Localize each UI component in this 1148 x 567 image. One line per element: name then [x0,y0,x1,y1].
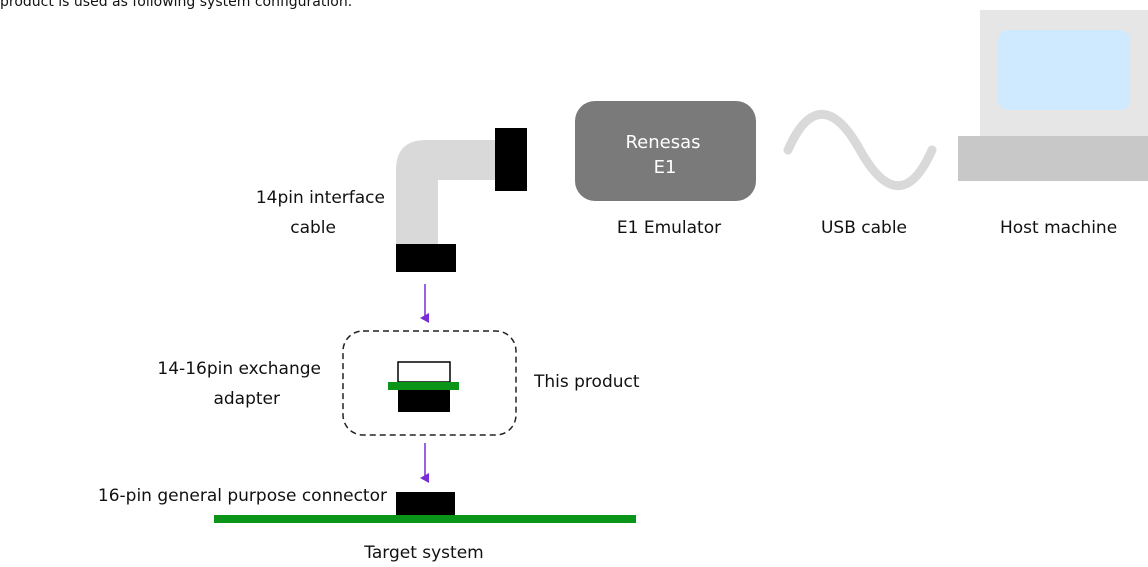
adapter-top-socket [397,361,451,383]
adapter-label-line2: adapter [213,389,280,409]
adapter-bottom-connector [398,390,450,412]
monitor-base [958,136,1148,181]
interface-cable [396,128,527,272]
monitor-screen [998,30,1130,110]
adapter-label-line1: 14-16pin exchange [157,359,321,379]
emulator-body [575,101,756,201]
target-connector [396,492,455,516]
connector-label: 16-pin general purpose connector [98,486,387,506]
target-system [214,492,636,523]
e1-emulator: Renesas E1 [575,101,756,201]
intro-text: product is used as following system conf… [0,0,352,10]
cable-body [396,140,498,245]
cable-label-line1: 14pin interface [256,188,385,208]
cable-label-line2: cable [290,218,336,238]
usb-cable-label: USB cable [821,218,907,238]
emulator-logo-line1: Renesas [625,132,700,153]
target-board [214,515,636,523]
this-product-label: This product [533,372,640,392]
host-label: Host machine [1000,218,1117,238]
host-machine [958,10,1148,181]
cable-top-connector [495,128,527,191]
emulator-label: E1 Emulator [617,218,721,238]
exchange-adapter [388,361,459,412]
usb-cable [783,109,937,191]
cable-bottom-connector [396,244,456,272]
target-label: Target system [363,543,483,563]
adapter-board [388,382,459,390]
emulator-logo-line2: E1 [654,157,677,178]
this-product-outline [342,330,517,436]
